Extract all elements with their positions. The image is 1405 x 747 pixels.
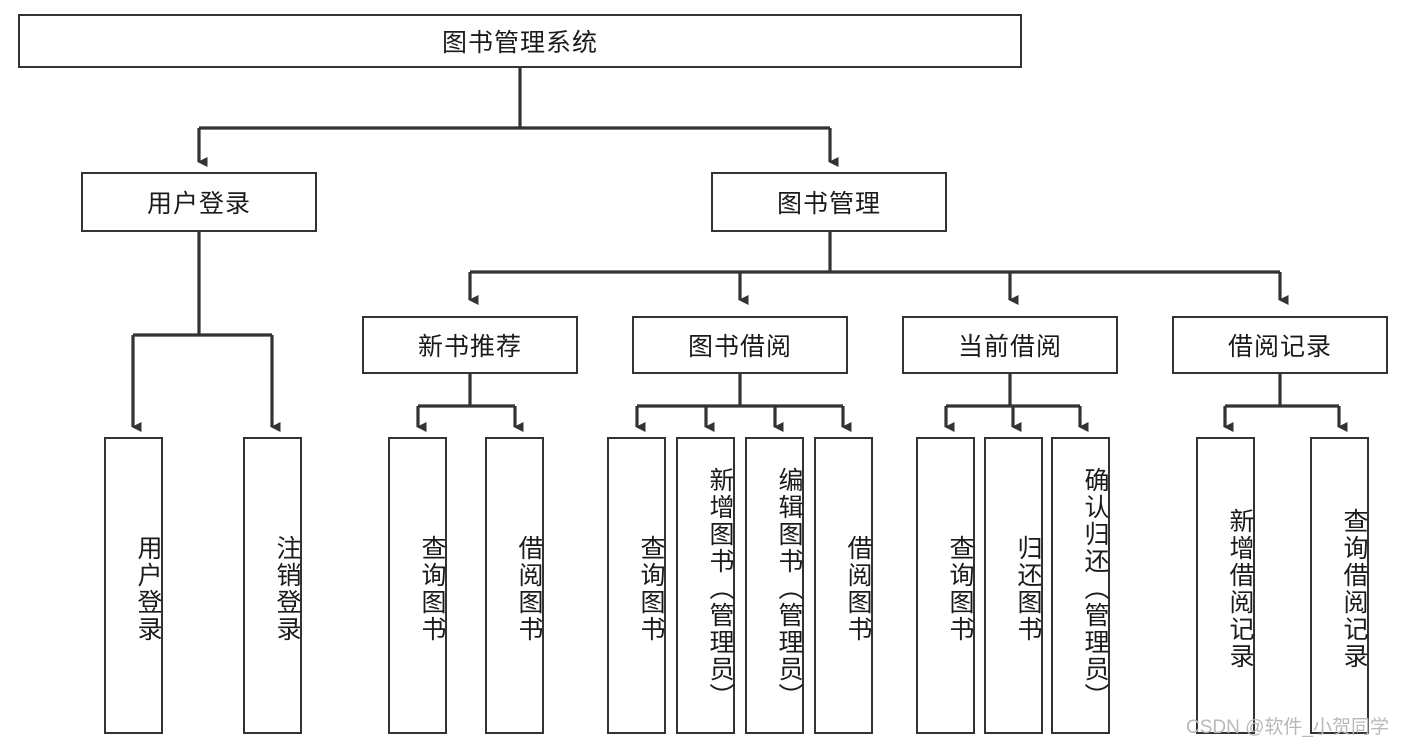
leaf-new-book-borrow-book[interactable]: 借阅图书 <box>485 437 544 734</box>
leaf-borrow-record-query-record[interactable]: 查询借阅记录 <box>1310 437 1369 734</box>
node-current-borrow[interactable]: 当前借阅 <box>902 316 1118 374</box>
node-new-book-recommend[interactable]: 新书推荐 <box>362 316 578 374</box>
node-borrow-record[interactable]: 借阅记录 <box>1172 316 1388 374</box>
node-book-borrow[interactable]: 图书借阅 <box>632 316 848 374</box>
node-label: 用户登录 <box>146 190 251 218</box>
node-label: 确认归还（管理员） <box>1081 467 1109 710</box>
node-label: 查询图书 <box>637 534 665 643</box>
leaf-book-borrow-borrow-book[interactable]: 借阅图书 <box>814 437 873 734</box>
node-label: 查询借阅记录 <box>1340 507 1368 670</box>
leaf-current-borrow-return-book[interactable]: 归还图书 <box>984 437 1043 734</box>
node-label: 查询图书 <box>946 534 974 643</box>
leaf-book-borrow-query-book[interactable]: 查询图书 <box>607 437 666 734</box>
node-label: 图书管理系统 <box>441 29 598 57</box>
leaf-book-borrow-add-book-admin[interactable]: 新增图书（管理员） <box>676 437 735 734</box>
node-user-login[interactable]: 用户登录 <box>81 172 317 232</box>
leaf-user-login-logout[interactable]: 注销登录 <box>243 437 302 734</box>
leaf-current-borrow-query-book[interactable]: 查询图书 <box>916 437 975 734</box>
node-label: 查询图书 <box>418 534 446 643</box>
node-label: 当前借阅 <box>957 333 1062 361</box>
leaf-user-login-login[interactable]: 用户登录 <box>104 437 163 734</box>
leaf-book-borrow-edit-book-admin[interactable]: 编辑图书（管理员） <box>745 437 804 734</box>
node-label: 编辑图书（管理员） <box>775 467 803 710</box>
node-label: 归还图书 <box>1014 534 1042 643</box>
leaf-current-borrow-confirm-return-admin[interactable]: 确认归还（管理员） <box>1051 437 1110 734</box>
leaf-borrow-record-add-record[interactable]: 新增借阅记录 <box>1196 437 1255 734</box>
node-label: 新增图书（管理员） <box>706 467 734 710</box>
node-label: 借阅记录 <box>1227 333 1332 361</box>
node-root-book-management-system[interactable]: 图书管理系统 <box>18 14 1022 68</box>
leaf-new-book-query-book[interactable]: 查询图书 <box>388 437 447 734</box>
node-label: 注销登录 <box>273 534 301 643</box>
node-label: 图书借阅 <box>687 333 792 361</box>
node-label: 新书推荐 <box>417 333 522 361</box>
node-label: 用户登录 <box>134 534 162 643</box>
node-label: 图书管理 <box>776 190 881 218</box>
node-book-management[interactable]: 图书管理 <box>711 172 947 232</box>
node-label: 借阅图书 <box>844 534 872 643</box>
csdn-watermark: CSDN @软件_小贺同学 <box>1186 717 1389 738</box>
node-label: 新增借阅记录 <box>1226 507 1254 670</box>
node-label: 借阅图书 <box>515 534 543 643</box>
